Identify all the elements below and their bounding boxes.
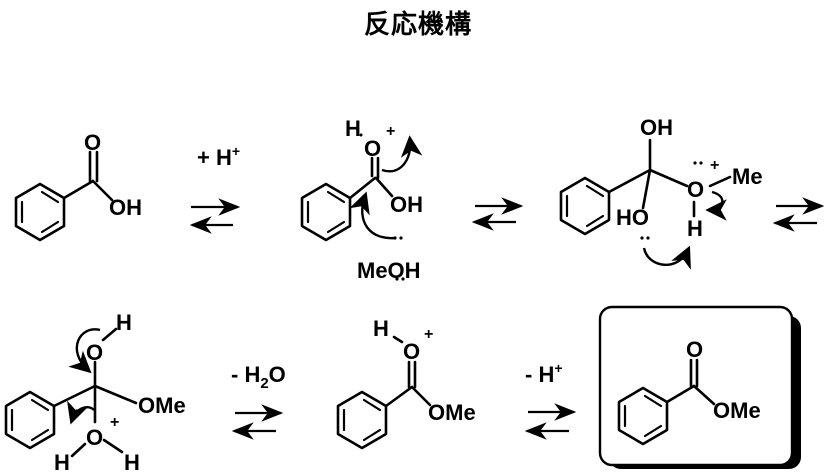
top-oh-label: OH	[640, 115, 673, 140]
top-o-label: O	[86, 340, 103, 365]
curved-arrow-icon	[642, 245, 691, 270]
bottom-o-label: O	[86, 425, 103, 450]
reagent-label: + H+	[197, 143, 240, 170]
equilibrium-arrow-icon	[772, 197, 825, 232]
compound-protonated-acid: H O + OH MeOH	[300, 116, 423, 283]
equilibrium-arrow-icon	[231, 404, 284, 440]
compound-protonated-ester: H O + OMe	[336, 316, 476, 450]
h-label: H	[373, 316, 389, 341]
carbonyl-o-label: O	[84, 130, 101, 155]
o-label: O	[687, 177, 704, 202]
benzene-ring-icon	[336, 390, 388, 450]
ome-label: OMe	[713, 398, 761, 423]
product-box: O OMe	[598, 305, 801, 469]
reagent-label: - H2O	[231, 362, 286, 392]
curved-arrow-icon	[67, 400, 95, 425]
curved-arrow-icon	[381, 135, 423, 173]
o-label: O	[403, 339, 420, 364]
ome-label: OMe	[138, 393, 186, 418]
me-label: Me	[732, 164, 763, 189]
equilibrium-arrow-icon	[524, 403, 577, 440]
page-title: 反応機構	[363, 10, 472, 40]
reagent-label: - H+	[525, 360, 563, 387]
left-ho-label: HO	[616, 205, 649, 230]
curved-arrow-icon	[68, 328, 101, 374]
charge-label: +	[710, 157, 719, 174]
methanol-label: MeOH	[357, 258, 421, 283]
h-left-label: H	[54, 450, 70, 475]
compound-methyl-benzoate: O OMe	[617, 337, 761, 446]
benzene-ring-icon	[4, 390, 56, 450]
equilibrium-arrow-icon	[189, 198, 241, 234]
benzene-ring-icon	[14, 182, 66, 242]
carbonyl-o-label: O	[686, 337, 703, 362]
compound-tetrahedral-intermediate: OH HO O Me H +	[559, 115, 763, 270]
charge-label: +	[424, 326, 433, 343]
benzene-ring-icon	[300, 182, 352, 242]
top-h-label: H	[116, 310, 132, 335]
charge-label: +	[386, 123, 395, 140]
compound-benzoic-acid: O OH	[14, 130, 142, 242]
compound-protonated-tetrahedral: H O OMe O + H H	[4, 310, 186, 475]
h-label: H	[345, 116, 361, 141]
step-1: + H+	[189, 143, 241, 234]
hydroxyl-label: OH	[390, 192, 423, 217]
h-right-label: H	[124, 450, 140, 475]
step-5: - H+	[524, 360, 577, 440]
equilibrium-arrow-icon	[471, 197, 524, 231]
o-label: O	[364, 136, 381, 161]
hydroxyl-label: OH	[109, 195, 142, 220]
curved-arrow-icon	[349, 191, 396, 240]
curved-arrow-icon	[705, 190, 727, 221]
ome-label: OMe	[428, 400, 476, 425]
charge-label: +	[110, 414, 119, 431]
h-label: H	[687, 216, 703, 241]
benzene-ring-icon	[559, 176, 611, 236]
step-4: - H2O	[231, 362, 286, 440]
